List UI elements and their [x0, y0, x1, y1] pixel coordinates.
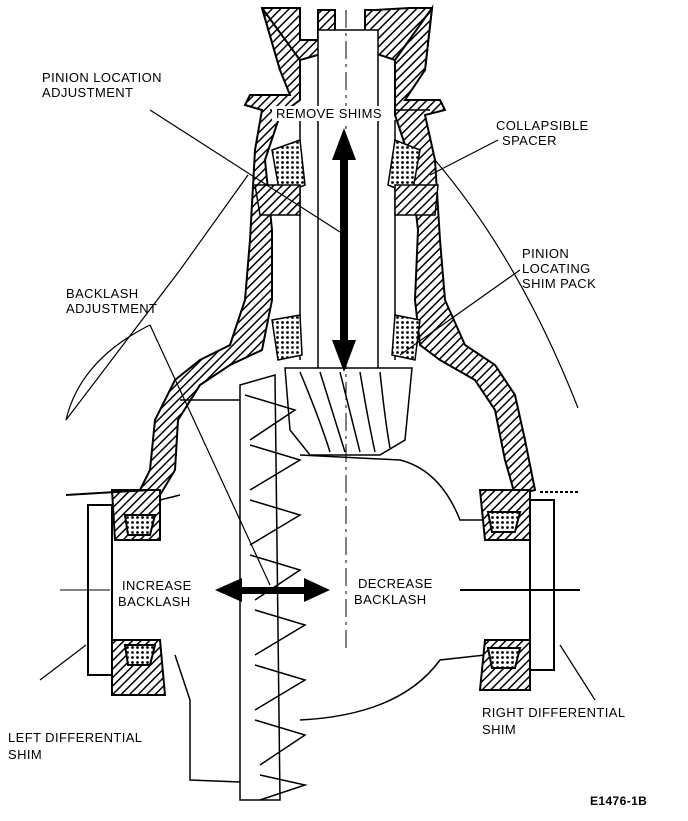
right-shim-label-line1: RIGHT DIFFERENTIAL: [482, 705, 626, 720]
left-carrier: [65, 489, 167, 696]
pinion-locating-label-line3: SHIM PACK: [522, 276, 597, 291]
lower-bearings: [271, 314, 421, 361]
remove-shims-arrow: [332, 128, 356, 372]
leader-lines: [39, 109, 596, 701]
left-shim-label-line2: SHIM: [8, 747, 43, 762]
remove-shims-label: REMOVE SHIMS: [272, 106, 386, 121]
increase-backlash-label-line1: INCREASE: [122, 578, 192, 593]
backlash-adjustment-label-line1: BACKLASH: [66, 286, 139, 301]
upper-bearings: [254, 138, 439, 216]
pinion-location-label-line1: PINION LOCATION: [42, 70, 162, 85]
pinion-locating-label-line2: LOCATING: [522, 261, 591, 276]
left-shim-label-line1: LEFT DIFFERENTIAL: [8, 730, 143, 745]
right-carrier: [478, 489, 580, 691]
pinion-location-label-line2: ADJUSTMENT: [42, 85, 134, 100]
backlash-arrow: [215, 578, 330, 602]
collapsible-spacer-label-line1: COLLAPSIBLE: [496, 118, 589, 133]
differential-case: [159, 399, 486, 783]
figure-id: E1476-1B: [590, 794, 648, 808]
decrease-backlash-label-line2: BACKLASH: [354, 592, 427, 607]
pinion-locating-label-line1: PINION: [522, 246, 570, 261]
increase-backlash-label-line2: BACKLASH: [118, 594, 191, 609]
right-shim-label-line2: SHIM: [482, 722, 517, 737]
backlash-adjustment-label-line2: ADJUSTMENT: [66, 301, 158, 316]
decrease-backlash-label-line1: DECREASE: [358, 576, 433, 591]
collapsible-spacer-label-line2: SPACER: [502, 133, 557, 148]
pinion-gear: [284, 367, 413, 456]
